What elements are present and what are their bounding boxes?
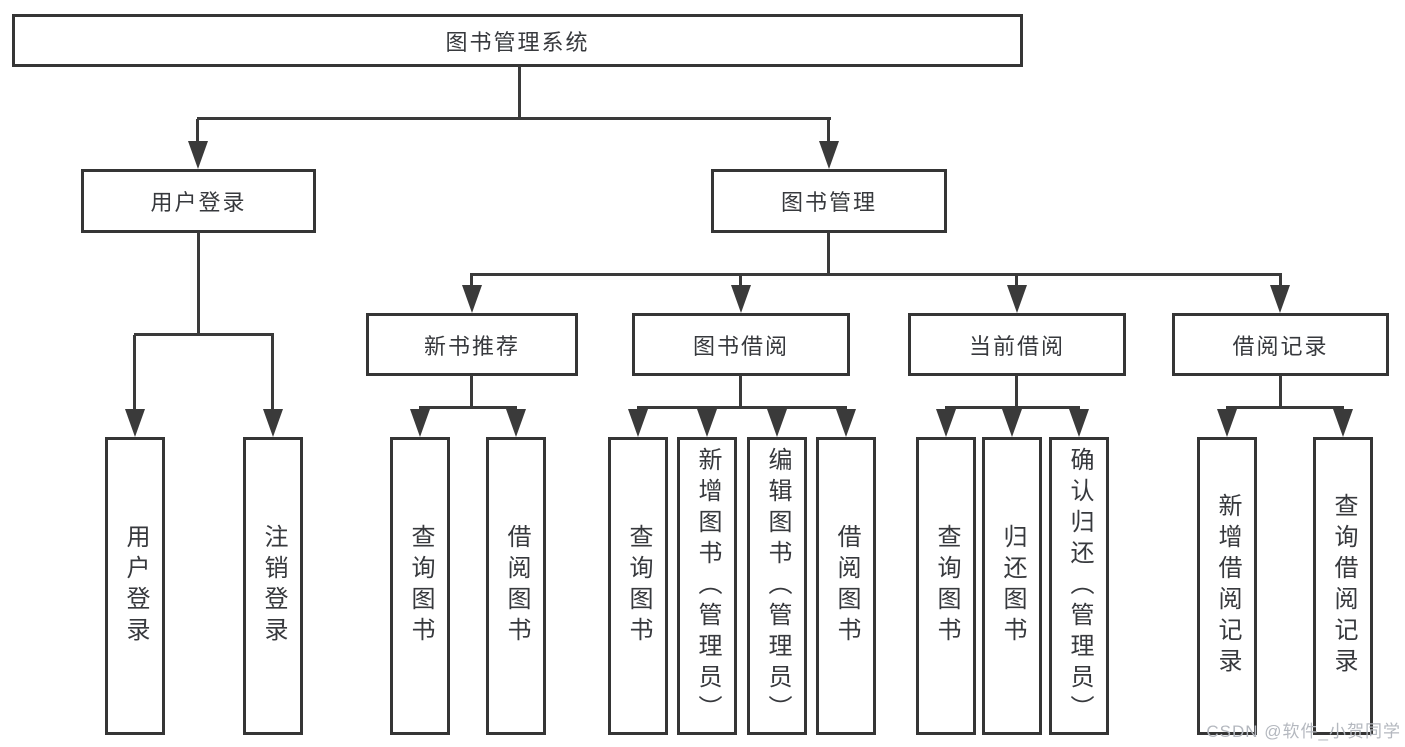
leaf-logout: 注销登录 <box>243 437 303 735</box>
connector-line <box>739 275 742 287</box>
node-label: 借阅图书 <box>833 524 860 648</box>
leaf-add-books-admin: 新增图书（管理员） <box>677 437 737 735</box>
arrow-down <box>836 409 856 437</box>
connector-line <box>470 273 1282 276</box>
arrow-down <box>819 141 839 169</box>
leaf-query-books-borrow: 查询图书 <box>608 437 668 735</box>
connector-line <box>470 275 473 287</box>
connector-line <box>419 406 517 409</box>
leaf-return-books: 归还图书 <box>982 437 1042 735</box>
node-label: 用户登录 <box>150 190 247 215</box>
arrow-down <box>1333 409 1353 437</box>
connector-line <box>1279 275 1282 287</box>
watermark: CSDN @软件_小贺同学 <box>1206 722 1401 741</box>
leaf-add-borrow-record: 新增借阅记录 <box>1197 437 1257 735</box>
leaf-borrow-books: 借阅图书 <box>816 437 876 735</box>
connector-line <box>196 119 199 144</box>
leaf-user-login: 用户登录 <box>105 437 165 735</box>
connector-line <box>1015 275 1018 287</box>
node-label: 确认归还（管理员） <box>1066 446 1093 726</box>
node-label: 当前借阅 <box>968 333 1065 359</box>
node-user-login: 用户登录 <box>81 169 316 233</box>
connector-line <box>1015 375 1018 408</box>
connector-line <box>197 117 831 120</box>
node-new-book-recommend: 新书推荐 <box>366 313 578 376</box>
connector-line <box>1279 375 1282 408</box>
arrow-down <box>188 141 208 169</box>
arrow-down <box>1007 285 1027 313</box>
arrow-down <box>506 409 526 437</box>
arrow-down <box>936 409 956 437</box>
node-book-management: 图书管理 <box>711 169 947 233</box>
node-label: 图书管理系统 <box>445 29 590 55</box>
leaf-edit-books-admin: 编辑图书（管理员） <box>747 437 807 735</box>
node-label: 编辑图书（管理员） <box>764 446 791 726</box>
node-library-management-system: 图书管理系统 <box>12 14 1023 67</box>
node-label: 查询借阅记录 <box>1330 493 1357 679</box>
leaf-borrow-books-recommend: 借阅图书 <box>486 437 546 735</box>
arrow-down <box>1069 409 1089 437</box>
node-label: 查询图书 <box>933 524 960 648</box>
connector-line <box>133 335 136 411</box>
leaf-confirm-return-admin: 确认归还（管理员） <box>1049 437 1109 735</box>
arrow-down <box>462 285 482 313</box>
connector-line <box>134 333 274 336</box>
connector-line <box>827 232 830 275</box>
node-label: 图书管理 <box>780 190 877 215</box>
arrow-down <box>731 285 751 313</box>
node-label: 查询图书 <box>407 524 434 648</box>
node-label: 新书推荐 <box>423 333 520 359</box>
arrow-down <box>125 409 145 437</box>
node-borrowing-records: 借阅记录 <box>1172 313 1389 376</box>
node-label: 借阅记录 <box>1232 333 1329 359</box>
connector-line <box>637 406 847 409</box>
node-label: 新增图书（管理员） <box>694 446 721 726</box>
connector-line <box>470 375 473 408</box>
node-label: 借阅图书 <box>503 524 530 648</box>
node-label: 查询图书 <box>625 524 652 648</box>
connector-line <box>739 375 742 408</box>
arrow-down <box>767 409 787 437</box>
connector-line <box>271 335 274 411</box>
node-current-borrowing: 当前借阅 <box>908 313 1126 376</box>
arrow-down <box>697 409 717 437</box>
arrow-down <box>263 409 283 437</box>
leaf-query-books-current: 查询图书 <box>916 437 976 735</box>
arrow-down <box>1217 409 1237 437</box>
node-label: 图书借阅 <box>692 333 789 359</box>
connector-line <box>945 406 1080 409</box>
node-label: 新增借阅记录 <box>1214 493 1241 679</box>
node-label: 归还图书 <box>999 524 1026 648</box>
arrow-down <box>1270 285 1290 313</box>
connector-line <box>197 232 200 334</box>
node-label: 用户登录 <box>122 524 149 648</box>
leaf-query-books-recommend: 查询图书 <box>390 437 450 735</box>
arrow-down <box>628 409 648 437</box>
connector-line <box>1226 406 1344 409</box>
connector-line <box>827 119 830 144</box>
arrow-down <box>1002 409 1022 437</box>
connector-line <box>518 66 521 120</box>
arrow-down <box>410 409 430 437</box>
node-book-borrowing: 图书借阅 <box>632 313 850 376</box>
leaf-query-borrow-record: 查询借阅记录 <box>1313 437 1373 735</box>
node-label: 注销登录 <box>260 524 287 648</box>
